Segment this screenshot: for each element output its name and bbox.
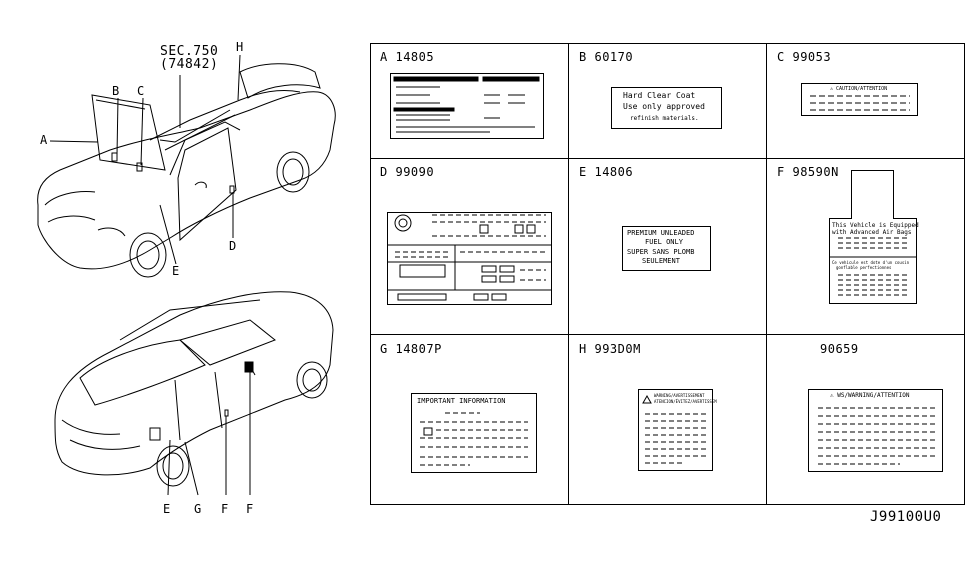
cell-g-id: G bbox=[380, 342, 388, 356]
callout-h: H bbox=[236, 40, 244, 54]
callout-rear-e: E bbox=[163, 502, 171, 516]
section-ref-line2: (74842) bbox=[160, 57, 219, 72]
cell-9-title: 90659 bbox=[820, 342, 859, 356]
cell-a-part: 14805 bbox=[395, 50, 435, 64]
callout-d: D bbox=[229, 239, 237, 253]
cell-g-part: 14807P bbox=[395, 342, 442, 356]
label-f-line3: Ce vehicule est dote d'un cousin bbox=[832, 260, 910, 265]
label-h-subtitle: ATENCION/ÉVITEZ/AVERTISSEM bbox=[654, 399, 717, 404]
cell-d-id: D bbox=[380, 165, 388, 179]
label-f-line1: This Vehicle is Equipped bbox=[832, 222, 919, 229]
label-e-line2: FUEL ONLY bbox=[645, 238, 683, 246]
callout-rear-f1: F bbox=[221, 502, 229, 516]
cell-f-id: F bbox=[777, 165, 785, 179]
callout-b: B bbox=[112, 84, 120, 98]
car-rear-illustration bbox=[54, 291, 334, 496]
cell-c-id: C bbox=[777, 50, 785, 64]
cell-c-title: C 99053 bbox=[777, 50, 831, 64]
label-b-line1: Hard Clear Coat bbox=[623, 91, 696, 100]
cell-h-id: H bbox=[579, 342, 587, 356]
cell-a-title: A 14805 bbox=[380, 50, 434, 64]
callout-e: E bbox=[172, 264, 180, 278]
label-e-line3: SUPER SANS PLOMB bbox=[627, 248, 695, 256]
cell-f-part: 98590N bbox=[792, 165, 839, 179]
label-e-line4: SEULEMENT bbox=[642, 257, 680, 265]
callout-a: A bbox=[40, 133, 48, 147]
cell-d-title: D 99090 bbox=[380, 165, 434, 179]
cell-b-id: B bbox=[579, 50, 587, 64]
car-front-illustration bbox=[37, 54, 336, 278]
callout-rear-g: G bbox=[194, 502, 202, 516]
cell-b-title: B 60170 bbox=[579, 50, 633, 64]
callout-rear-f2: F bbox=[246, 502, 254, 516]
cell-c-part: 99053 bbox=[792, 50, 832, 64]
label-b-line3: refinish materials. bbox=[630, 115, 699, 122]
cell-e-id: E bbox=[579, 165, 587, 179]
label-g-title: IMPORTANT INFORMATION bbox=[417, 397, 506, 405]
label-h-title: WARNING/AVERTISSEMENT bbox=[654, 393, 705, 398]
label-b-line2: Use only approved bbox=[623, 102, 705, 111]
cell-e-title: E 14806 bbox=[579, 165, 633, 179]
label-9-title: ⚠ WS/WARNING/ATTENTION bbox=[830, 392, 910, 399]
cell-g-title: G 14807P bbox=[380, 342, 442, 356]
callout-c: C bbox=[137, 84, 145, 98]
cell-h-title: H 993D0M bbox=[579, 342, 641, 356]
cell-9-part: 90659 bbox=[820, 342, 859, 356]
cell-f-title: F 98590N bbox=[777, 165, 839, 179]
diagram-code: J99100U0 bbox=[870, 509, 942, 525]
cell-h-part: 993D0M bbox=[594, 342, 641, 356]
cell-d-part: 99090 bbox=[395, 165, 435, 179]
section-ref-line1: SEC.750 bbox=[160, 44, 219, 59]
cell-a-id: A bbox=[380, 50, 388, 64]
label-e-line1: PREMIUM UNLEADED bbox=[627, 229, 695, 237]
label-f-line2: with Advanced Air Bags bbox=[832, 229, 912, 236]
label-c-caution: ⚠ CAUTION/ATTENTION bbox=[830, 86, 888, 92]
cell-b-part: 60170 bbox=[594, 50, 634, 64]
label-f-line4: gonflable perfectionnes bbox=[836, 265, 892, 270]
cell-e-part: 14806 bbox=[594, 165, 634, 179]
